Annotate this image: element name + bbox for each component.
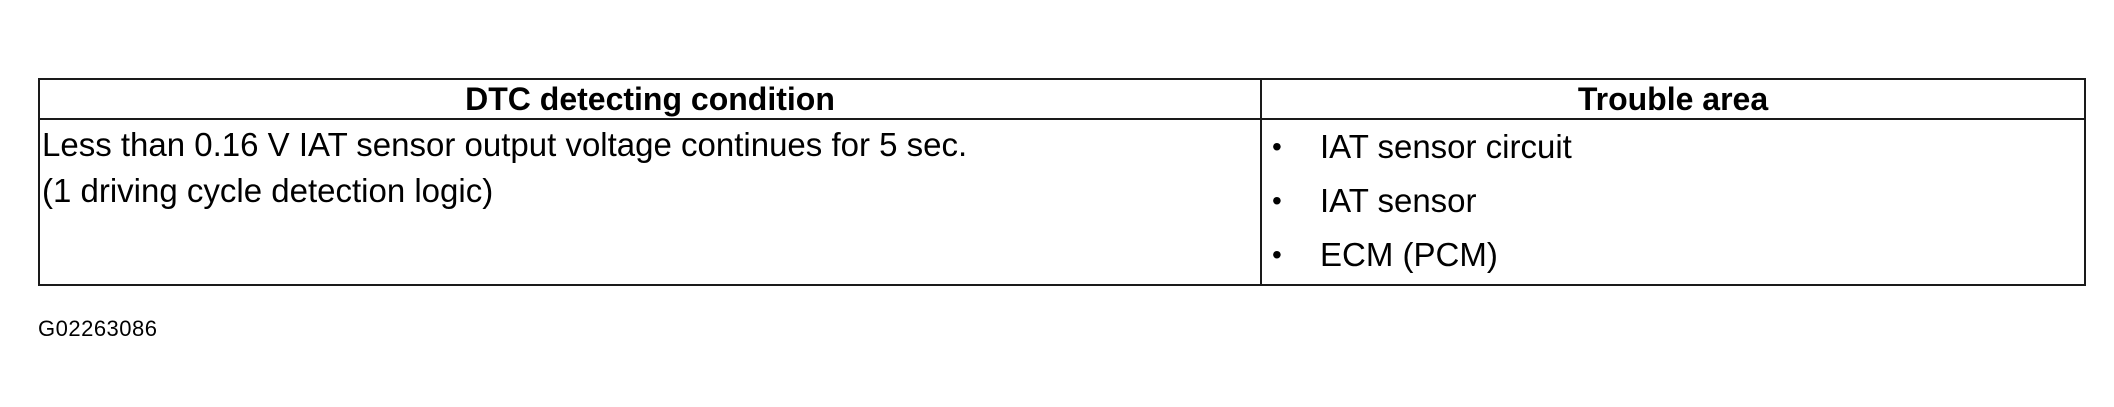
bullet-icon: •: [1272, 185, 1282, 216]
trouble-area-label: IAT sensor: [1320, 182, 1477, 219]
list-item: • IAT sensor: [1262, 174, 2084, 228]
trouble-area-label: ECM (PCM): [1320, 236, 1498, 273]
bullet-icon: •: [1272, 239, 1282, 270]
list-item: • IAT sensor circuit: [1262, 120, 2084, 174]
figure-code: G02263086: [38, 316, 158, 341]
dtc-table: DTC detecting condition Trouble area Les…: [38, 78, 2086, 286]
condition-cell: Less than 0.16 V IAT sensor output volta…: [38, 118, 1262, 286]
condition-line-1: Less than 0.16 V IAT sensor output volta…: [42, 126, 968, 163]
header-trouble-area: Trouble area: [1260, 78, 2086, 120]
condition-line-2: (1 driving cycle detection logic): [42, 172, 494, 209]
bullet-icon: •: [1272, 131, 1282, 162]
trouble-area-cell: • IAT sensor circuit • IAT sensor • ECM …: [1260, 118, 2086, 286]
trouble-area-label: IAT sensor circuit: [1320, 128, 1572, 165]
trouble-area-list: • IAT sensor circuit • IAT sensor • ECM …: [1262, 120, 2084, 282]
table-row: Less than 0.16 V IAT sensor output volta…: [38, 118, 2086, 286]
table-header-row: DTC detecting condition Trouble area: [38, 78, 2086, 120]
list-item: • ECM (PCM): [1262, 228, 2084, 282]
header-dtc-detecting-condition: DTC detecting condition: [38, 78, 1262, 120]
